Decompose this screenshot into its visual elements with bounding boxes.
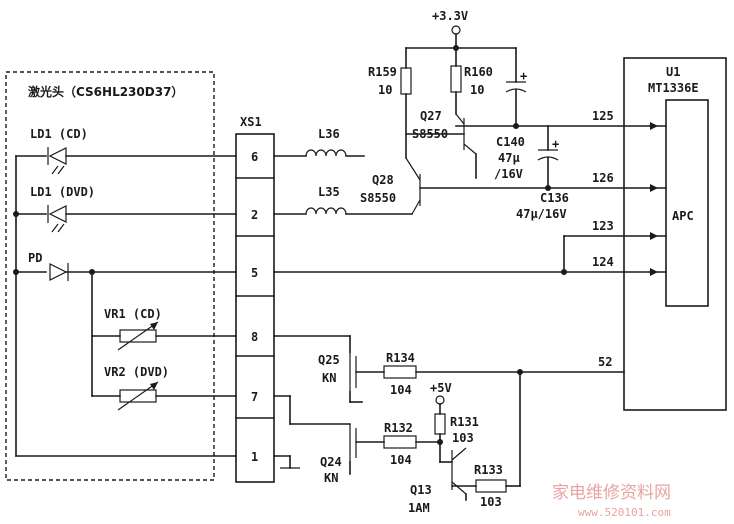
label-vr1: VR1 (CD) xyxy=(104,307,162,321)
label-r160-val: 10 xyxy=(470,83,484,97)
label-xs1: XS1 xyxy=(240,115,262,129)
label-r132-val: 104 xyxy=(390,453,412,467)
pin-label: 52 xyxy=(598,355,612,369)
label-q27-type: S8550 xyxy=(412,127,448,141)
label-c140-volt: /16V xyxy=(494,167,523,181)
label-q27: Q27 xyxy=(420,109,442,123)
label-q28-type: S8550 xyxy=(360,191,396,205)
transistor-q27-symbol xyxy=(405,113,477,179)
label-r134: R134 xyxy=(386,351,415,365)
diode-ld-cd-symbol xyxy=(47,147,67,175)
label-ld-cd: LD1 (CD) xyxy=(30,127,88,141)
label-r133-val: 103 xyxy=(480,495,502,509)
pot-vr1-symbol xyxy=(117,321,159,351)
label-r132: R132 xyxy=(384,421,413,435)
label-c140-val: 47μ xyxy=(498,151,520,165)
pin-label: 126 xyxy=(592,171,614,185)
label-u1-part: MT1336E xyxy=(648,81,699,95)
junction-dot xyxy=(13,269,19,275)
q24-wiring xyxy=(273,395,385,475)
label-r133: R133 xyxy=(474,463,503,477)
junction-dot xyxy=(13,211,19,217)
resistor-r132-symbol xyxy=(383,435,441,449)
label-r134-val: 104 xyxy=(390,383,412,397)
label-r131-val: 103 xyxy=(452,431,474,445)
transistor-q28-symbol xyxy=(405,157,651,215)
supply-5v-node xyxy=(434,395,453,463)
pin-label: 125 xyxy=(592,109,614,123)
label-v33: +3.3V xyxy=(432,9,468,23)
label-q28: Q28 xyxy=(372,173,394,187)
label-q24-type: KN xyxy=(324,471,338,485)
pin-label: 7 xyxy=(251,390,258,404)
pin-label: 6 xyxy=(251,150,258,164)
label-q13-type: 1AM xyxy=(408,501,430,515)
cap-c140-symbol xyxy=(537,125,559,189)
ground-symbol xyxy=(273,455,300,469)
label-r159-val: 10 xyxy=(378,83,392,97)
pin-label: 124 xyxy=(592,255,614,269)
pickup-title: 激光头（CS6HL230D37） xyxy=(28,84,183,99)
pin-label: 2 xyxy=(251,208,258,222)
label-c140: C140 xyxy=(496,135,525,149)
label-c136-val: 47μ/16V xyxy=(516,207,567,221)
inductor-l35-symbol xyxy=(273,207,413,215)
pin-label: 123 xyxy=(592,219,614,233)
diode-pd-symbol xyxy=(49,263,69,281)
pot-vr2-symbol xyxy=(117,381,159,411)
label-vr2: VR2 (DVD) xyxy=(104,365,169,379)
pin-label: 8 xyxy=(251,330,258,344)
label-q13: Q13 xyxy=(410,483,432,497)
watermark-url: www.520101.com xyxy=(578,506,671,519)
inductor-l36-symbol xyxy=(273,149,365,157)
label-c136: C136 xyxy=(540,191,569,205)
label-l35: L35 xyxy=(318,185,340,199)
junction-dot xyxy=(89,269,95,275)
label-r159: R159 xyxy=(368,65,397,79)
cap-top-symbol xyxy=(505,47,527,127)
pin-label: 1 xyxy=(251,450,258,464)
label-ld-dvd: LD1 (DVD) xyxy=(30,185,95,199)
label-q25-type: KN xyxy=(322,371,336,385)
q25-wiring xyxy=(273,335,385,403)
resistor-r133-symbol xyxy=(475,371,521,493)
label-q24: Q24 xyxy=(320,455,342,469)
resistor-r160-symbol xyxy=(450,47,462,115)
apc-block xyxy=(665,99,709,307)
pin-label: 5 xyxy=(251,266,258,280)
junction-dot xyxy=(561,269,567,275)
label-u1: U1 xyxy=(666,65,680,79)
resistor-r159-symbol xyxy=(400,47,412,159)
label-r160: R160 xyxy=(464,65,493,79)
label-r131: R131 xyxy=(450,415,479,429)
supply-3v3-node xyxy=(405,25,517,49)
junction-dot xyxy=(545,185,551,191)
diode-ld-dvd-symbol xyxy=(47,205,67,233)
label-q25: Q25 xyxy=(318,353,340,367)
connector-xs1 xyxy=(235,133,275,483)
label-pd: PD xyxy=(28,251,42,265)
transistor-q13-symbol xyxy=(451,447,477,501)
label-v5: +5V xyxy=(430,381,452,395)
cap-plus: + xyxy=(552,137,559,151)
label-apc: APC xyxy=(672,209,694,223)
label-l36: L36 xyxy=(318,127,340,141)
junction-dot xyxy=(513,123,519,129)
watermark-cn: 家电维修资料网 xyxy=(552,483,671,503)
cap-plus: + xyxy=(520,69,527,83)
resistor-r134-symbol xyxy=(383,365,625,379)
left-wiring xyxy=(15,155,237,457)
